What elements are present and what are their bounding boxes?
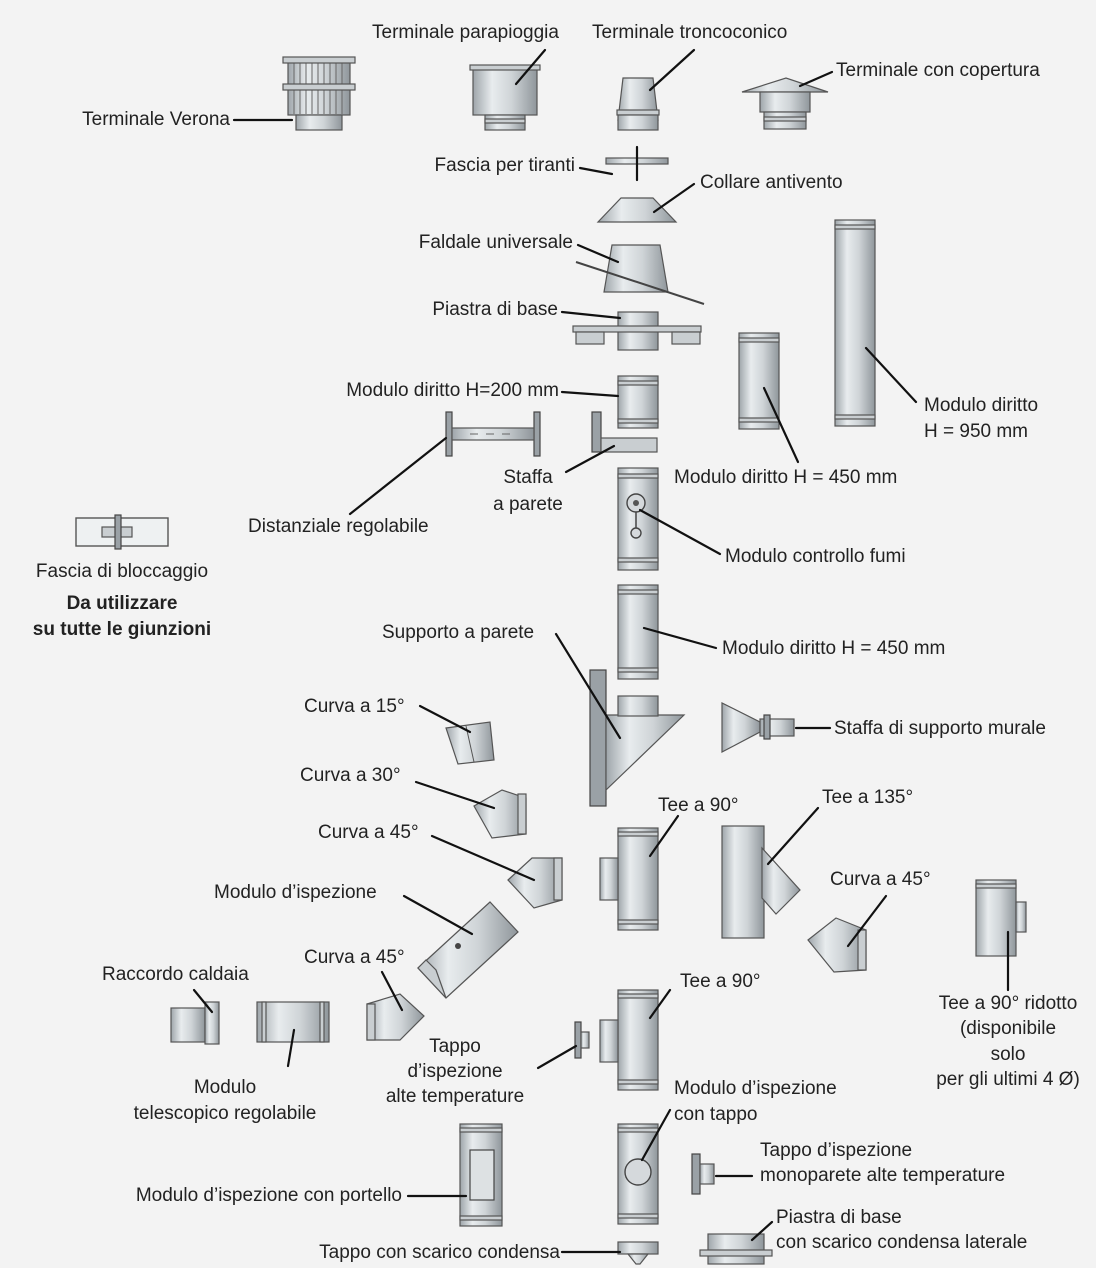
label-tappo-mono-line2: monoparete alte temperature [760, 1165, 1006, 1186]
label-tee-90-b: Tee a 90° [680, 971, 761, 992]
tee-135-part [721, 825, 801, 939]
label-tee-ridotto-line3: solo [990, 1044, 1026, 1065]
note-line2: su tutte le giunzioni [32, 619, 212, 640]
label-staffa-parete-line1: Staffa [503, 467, 553, 488]
label-terminale-troncoconico: Terminale troncoconico [592, 22, 788, 43]
label-controllo-fumi: Modulo controllo fumi [725, 546, 906, 567]
label-piastra-base: Piastra di base [432, 299, 558, 320]
piastra-condensa-part [699, 1233, 773, 1265]
raccordo-caldaia-part [170, 1001, 220, 1045]
modulo-controllo-fumi-part [617, 467, 659, 571]
modulo-ispezione-diag-part [417, 901, 519, 999]
label-modulo-ispezione: Modulo d’ispezione [214, 882, 377, 903]
label-terminale-verona: Terminale Verona [82, 109, 230, 130]
label-piastra-condensa-line2: con scarico condensa laterale [776, 1232, 1028, 1253]
label-staffa-parete-line2: a parete [493, 494, 563, 515]
label-tappo-alte-line2: d’ispezione [407, 1061, 503, 1082]
label-staffa-murale: Staffa di supporto murale [834, 718, 1046, 739]
distanziale-part [445, 411, 541, 457]
label-curva-45-b: Curva a 45° [830, 869, 931, 890]
modulo-ispezione-tappo-part [617, 1123, 659, 1225]
label-modulo-450-column: Modulo diritto H = 450 mm [722, 638, 946, 659]
label-terminale-copertura: Terminale con copertura [836, 60, 1040, 81]
label-curva-45-a: Curva a 45° [318, 822, 419, 843]
terminale-troncoconico-part [616, 77, 660, 131]
curva-30-part [473, 789, 527, 839]
terminale-copertura-part [741, 77, 829, 130]
terminale-verona-part [282, 56, 356, 131]
label-raccordo-caldaia: Raccordo caldaia [102, 964, 249, 985]
label-piastra-condensa-line1: Piastra di base [776, 1207, 902, 1228]
leader-lines [192, 48, 1010, 1254]
label-modulo-200: Modulo diritto H=200 mm [346, 380, 559, 401]
label-collare-antivento: Collare antivento [700, 172, 843, 193]
label-fascia-bloccaggio: Fascia di bloccaggio [35, 561, 209, 582]
collare-antivento-part [596, 197, 678, 223]
label-tee-135: Tee a 135° [822, 787, 914, 808]
curva-45-b-part [807, 917, 867, 973]
modulo-portello-part [459, 1123, 503, 1227]
modulo-200-part [617, 375, 659, 429]
label-tappo-condensa: Tappo con scarico condensa [319, 1242, 560, 1263]
label-curva-15: Curva a 15° [304, 696, 405, 717]
label-modulo-450-right: Modulo diritto H = 450 mm [674, 467, 898, 488]
label-tappo-alte-line1: Tappo [429, 1036, 481, 1057]
supporto-parete-part [589, 669, 686, 807]
tee-90-b-part [599, 989, 659, 1091]
label-modulo-950-line2: H = 950 mm [924, 421, 1029, 442]
staffa-murale-part [721, 702, 795, 753]
label-telescopico-line1: Modulo [193, 1077, 257, 1098]
fascia-bloccaggio-part [75, 514, 169, 550]
curva-45-a-part [507, 857, 563, 909]
label-tappo-alte-line3: alte temperature [385, 1086, 525, 1107]
label-modulo-950-line1: Modulo diritto [924, 395, 1039, 416]
modulo-450-right-part [738, 332, 780, 430]
label-tee-ridotto-line2: (disponibile [959, 1018, 1057, 1039]
faldale-universale-part [575, 244, 705, 305]
label-tee-ridotto-line4: per gli ultimi 4 Ø) [936, 1069, 1080, 1090]
tappo-monoparete-part [691, 1153, 715, 1195]
label-faldale-universale: Faldale universale [418, 232, 573, 253]
label-ispezione-tappo-line1: Modulo d’ispezione [674, 1078, 837, 1099]
label-supporto-parete: Supporto a parete [382, 622, 535, 643]
modulo-450-column-part [617, 584, 659, 680]
label-distanziale: Distanziale regolabile [248, 516, 429, 537]
label-terminale-parapioggia: Terminale parapioggia [372, 22, 559, 43]
label-modulo-portello: Modulo d’ispezione con portello [135, 1185, 402, 1206]
staffa-parete-part [591, 411, 658, 453]
label-fascia-tiranti: Fascia per tiranti [434, 155, 575, 176]
fascia-tiranti-part [605, 145, 669, 182]
label-tee-ridotto-line1: Tee a 90° ridotto [938, 993, 1078, 1014]
label-curva-45-c: Curva a 45° [304, 947, 405, 968]
piastra-base-part [572, 311, 702, 351]
label-telescopico-line2: telescopico regolabile [133, 1103, 317, 1124]
label-ispezione-tappo-line2: con tappo [674, 1104, 758, 1125]
label-tee-90-a: Tee a 90° [658, 795, 739, 816]
curva-15-part [445, 721, 495, 765]
terminale-parapioggia-part [469, 64, 541, 131]
modulo-950-part [834, 219, 876, 427]
tappo-alte-part [574, 1021, 590, 1059]
tee-90-a-part [599, 827, 659, 931]
tee-ridotto-part [975, 879, 1027, 957]
label-tappo-mono-line1: Tappo d’ispezione [760, 1140, 913, 1161]
note-line1: Da utilizzare [66, 593, 178, 614]
tappo-condensa-part [617, 1241, 659, 1265]
label-curva-30: Curva a 30° [300, 765, 401, 786]
